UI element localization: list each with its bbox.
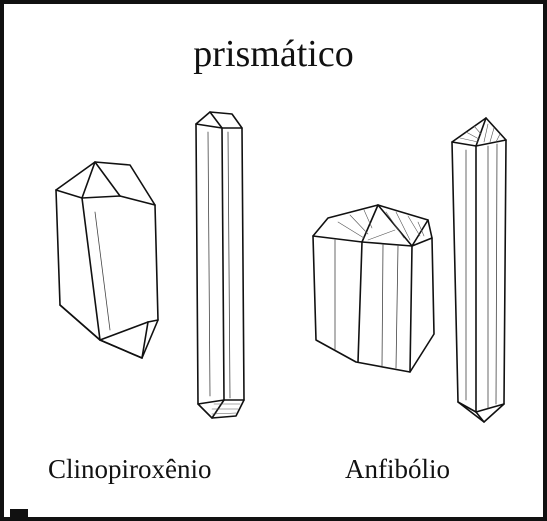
corner-mark bbox=[10, 509, 28, 517]
amphibole-long-crystal bbox=[452, 118, 506, 422]
clinopyroxene-label: Clinopiroxênio bbox=[48, 454, 212, 485]
clinopyroxene-long-crystal bbox=[196, 112, 244, 418]
clinopyroxene-short-crystal bbox=[56, 162, 158, 358]
amphibole-short-crystal bbox=[313, 205, 434, 372]
amphibole-label: Anfibólio bbox=[345, 454, 450, 485]
